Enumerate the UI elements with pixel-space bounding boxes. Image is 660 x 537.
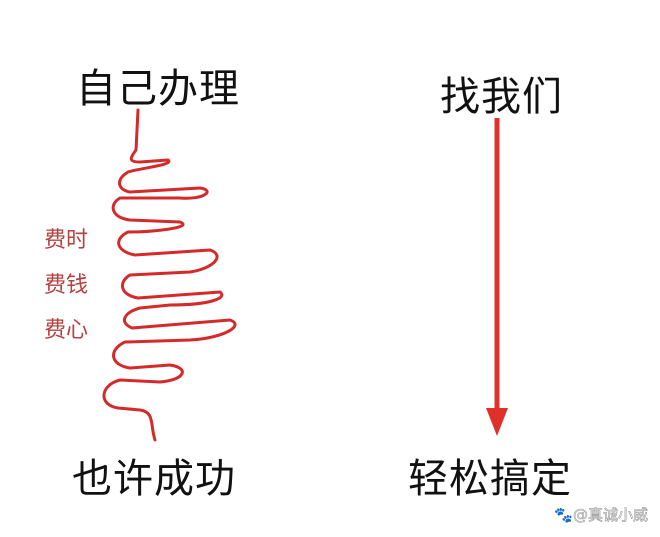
right-top-label: 找我们 <box>440 74 563 120</box>
left-top-label: 自己办理 <box>76 66 240 112</box>
watermark-text: @真诚小威 <box>572 506 649 525</box>
note-time: 费时 <box>44 228 89 253</box>
tangled-path <box>102 108 237 442</box>
side-notes: 费时 费钱 费心 <box>44 218 88 353</box>
right-bottom-label: 轻松搞定 <box>408 456 572 502</box>
paw-icon: 🐾 <box>554 506 573 525</box>
note-heart: 费心 <box>44 318 89 343</box>
note-money: 费钱 <box>44 273 89 298</box>
watermark: 🐾@真诚小威 <box>554 504 648 525</box>
left-bottom-label: 也许成功 <box>72 456 236 502</box>
arrow-head <box>486 408 508 436</box>
